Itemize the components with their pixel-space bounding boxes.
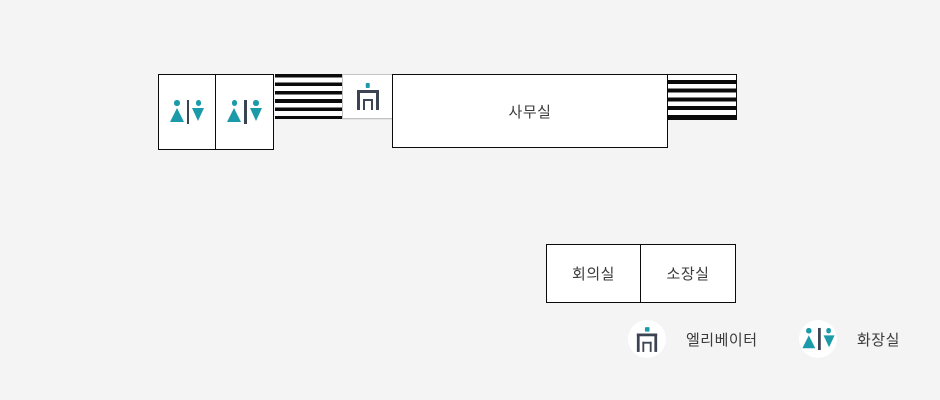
office-room-label: 사무실 — [508, 103, 552, 121]
restroom-icon — [802, 327, 834, 351]
director-room: 소장실 — [641, 244, 736, 303]
male-figure-icon — [192, 100, 205, 121]
restrooms-block — [158, 74, 274, 150]
legend-item-restroom: 화장실 — [799, 320, 900, 358]
male-figure-icon — [822, 327, 834, 347]
legend-elevator-label: 엘리베이터 — [686, 331, 758, 349]
elevator-icon — [356, 83, 380, 110]
elevator-door-inner — [642, 341, 652, 352]
restroom-divider — [186, 100, 190, 124]
restroom-divider — [817, 327, 821, 351]
meeting-room: 회의실 — [546, 244, 641, 303]
office-room: 사무실 — [392, 74, 668, 148]
director-room-label: 소장실 — [666, 266, 710, 283]
restroom-room-2 — [216, 74, 274, 150]
female-figure-icon — [802, 327, 816, 348]
elevator-shaft — [342, 74, 393, 119]
elevator-door-frame — [356, 90, 379, 110]
restroom-room-1 — [158, 74, 216, 150]
female-figure-icon — [227, 100, 242, 122]
south-rooms-block: 회의실 소장실 — [546, 244, 736, 303]
female-figure-icon — [169, 100, 184, 122]
legend-restroom-circle — [799, 320, 837, 358]
legend-restroom-label: 화장실 — [857, 331, 900, 349]
legend-elevator-circle — [628, 320, 666, 358]
elevator-door-frame — [636, 333, 658, 352]
elevator-icon — [636, 326, 658, 352]
elevator-indicator-dot — [644, 326, 650, 331]
restroom-divider — [244, 100, 247, 124]
restroom-icon — [227, 100, 262, 124]
legend-item-elevator: 엘리베이터 — [628, 320, 758, 358]
meeting-room-label: 회의실 — [572, 266, 615, 283]
stairs-right-hatch — [667, 74, 737, 120]
stairs-left-hatch — [275, 74, 342, 119]
restroom-icon — [169, 100, 205, 124]
male-figure-icon — [249, 100, 262, 121]
elevator-door-inner — [362, 99, 373, 110]
elevator-indicator-dot — [365, 83, 370, 88]
